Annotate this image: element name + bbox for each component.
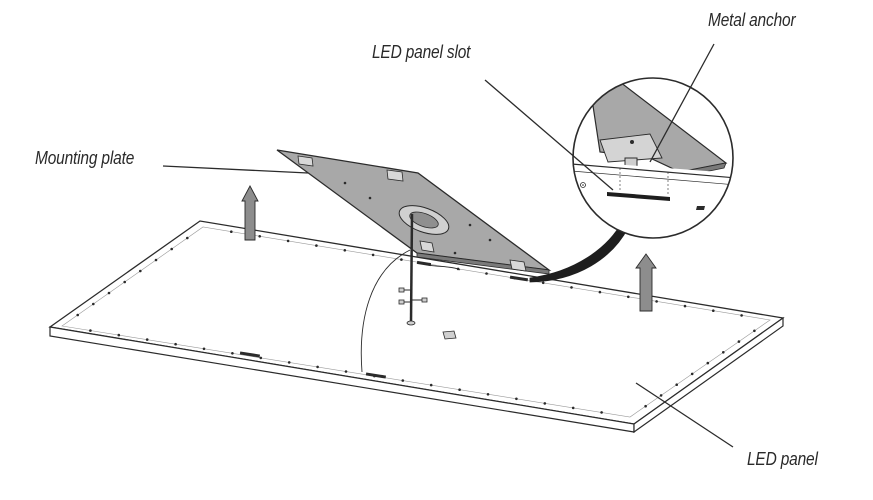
screw-dot xyxy=(371,253,375,257)
mounting-plate-center-hole xyxy=(409,211,439,229)
screw-dot xyxy=(401,379,405,382)
screw-dot xyxy=(186,236,189,240)
junction-box-icon xyxy=(442,330,457,340)
screw-dot xyxy=(655,300,658,303)
detail-panel-top xyxy=(573,160,733,230)
leader-led-panel-slot xyxy=(484,79,614,191)
screw-dot xyxy=(429,383,433,387)
screw-dot xyxy=(706,361,710,365)
screw-dot xyxy=(515,397,518,401)
screw-dot xyxy=(740,314,743,317)
screw-dot xyxy=(400,258,403,261)
power-cable xyxy=(360,249,461,373)
screw-dot xyxy=(286,239,290,243)
detail-anchor-tab xyxy=(599,133,663,163)
screw-dot xyxy=(139,269,142,273)
screw-dot xyxy=(230,230,233,233)
screw-dot xyxy=(571,406,575,410)
screw-dot xyxy=(683,304,687,308)
screw-dot xyxy=(287,361,291,364)
screw-dot xyxy=(89,329,92,332)
screw-dot xyxy=(258,235,262,238)
leader-led-panel xyxy=(635,382,734,448)
screw-dot xyxy=(712,309,715,313)
screw-dot xyxy=(541,281,545,285)
screw-dot xyxy=(316,365,319,369)
screw-dot xyxy=(543,402,547,405)
screw-dot xyxy=(690,372,694,376)
screw-dot xyxy=(627,295,630,299)
screw-dot xyxy=(154,258,158,262)
led-panel-slot-mark xyxy=(239,351,261,358)
screw-dot xyxy=(570,286,573,289)
mounting-plate-bracket-icon xyxy=(297,155,527,272)
power-cable-wire xyxy=(360,249,411,373)
screw-dot xyxy=(458,388,461,392)
lift-arrow-right-icon xyxy=(635,253,657,312)
screw-dot xyxy=(737,340,741,343)
screw-dot xyxy=(659,394,663,397)
detail-led-panel-slot xyxy=(607,192,670,201)
detail-bubble xyxy=(572,77,734,239)
screw-dot xyxy=(644,404,647,408)
screw-dot xyxy=(598,290,602,294)
led-panel xyxy=(48,220,785,434)
detail-panel-edge xyxy=(573,162,733,181)
suspension-rod xyxy=(398,213,428,326)
led-panel-slot-mark xyxy=(509,275,529,282)
lift-arrow-left-icon xyxy=(241,185,259,241)
power-cable-wire xyxy=(417,261,461,271)
mounting-plate-holes xyxy=(343,181,492,255)
screw-dot xyxy=(76,313,79,317)
led-panel-right-edge xyxy=(633,316,784,434)
metal-anchor-label: Metal anchor xyxy=(708,10,796,30)
callout-leaders xyxy=(162,43,734,448)
leader-metal-anchor xyxy=(649,43,715,163)
screw-dot xyxy=(486,393,490,396)
screw-dot xyxy=(753,329,756,333)
screw-dot xyxy=(343,249,347,252)
screw-dot xyxy=(675,383,678,387)
screw-dot xyxy=(174,342,177,346)
screw-dot xyxy=(259,356,263,360)
screw-dot xyxy=(107,291,111,295)
screw-dot xyxy=(722,351,725,354)
detail-bubble-border xyxy=(572,77,734,239)
mounting-plate-label: Mounting plate xyxy=(35,148,135,168)
led-panel-slot-mark xyxy=(365,372,387,379)
screw-dot xyxy=(344,370,348,373)
screw-dot xyxy=(315,244,318,247)
screw-dot xyxy=(92,302,95,306)
screw-dot xyxy=(202,347,206,351)
led-panel-slot-label: LED panel slot xyxy=(372,42,471,62)
screw-dot xyxy=(485,272,488,275)
screw-dot xyxy=(117,333,121,337)
screw-dot xyxy=(145,338,149,341)
screw-dot xyxy=(600,411,603,414)
led-panel-label: LED panel xyxy=(747,449,818,469)
screw-dot xyxy=(123,280,126,284)
screw-dot xyxy=(170,247,173,251)
leader-mounting-plate xyxy=(162,165,309,174)
screw-dot xyxy=(231,352,234,355)
